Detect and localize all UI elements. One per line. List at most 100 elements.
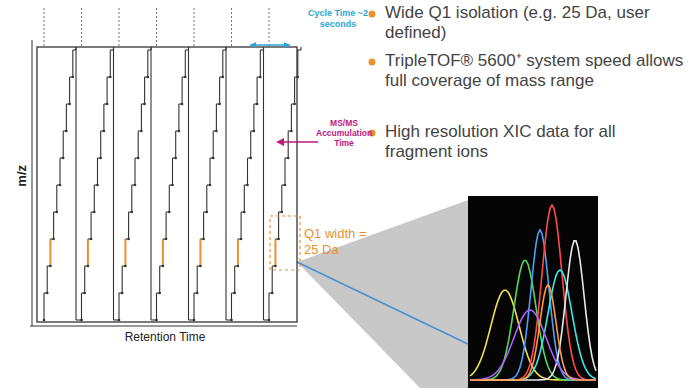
step-dot — [246, 184, 249, 187]
cycle-return — [225, 47, 226, 320]
swath-step — [81, 293, 82, 320]
swath-step — [213, 131, 214, 158]
step-dot — [253, 130, 256, 133]
zoom-wedge — [297, 200, 468, 388]
swath-step — [291, 104, 292, 131]
x-axis — [30, 326, 297, 327]
swath-step — [94, 185, 95, 212]
step-dot — [90, 238, 93, 241]
step-dot — [174, 157, 177, 160]
swath-step — [234, 266, 235, 293]
step-dot — [124, 265, 127, 268]
step-dot — [240, 238, 243, 241]
arrow-head — [284, 42, 290, 48]
xic-trace — [470, 290, 596, 380]
swath-step — [66, 104, 67, 131]
cycle-guide — [119, 8, 120, 47]
swath-step — [231, 293, 232, 320]
swath-step — [144, 77, 145, 104]
step-dot — [127, 238, 130, 241]
step-dot — [293, 103, 296, 106]
bullet-text: TripleTOF® 5600⁺ system speed allows ful… — [385, 51, 685, 92]
step-dot — [72, 76, 75, 79]
step-dot — [209, 184, 212, 187]
xic-trace — [470, 261, 596, 381]
step-dot — [80, 319, 83, 322]
step-dot — [230, 319, 233, 322]
cycle-guide — [44, 8, 45, 47]
swath-step — [253, 104, 254, 131]
swath-step — [272, 266, 273, 293]
swath-step — [244, 185, 245, 212]
bullet-text: High resolution XIC data for all fragmen… — [385, 122, 685, 163]
q1-bracket — [270, 216, 300, 270]
step-dot — [121, 292, 124, 295]
swath-step — [49, 239, 51, 266]
cycle-guide — [269, 8, 270, 47]
swath-step — [118, 293, 119, 320]
plot-frame — [37, 47, 297, 322]
step-dot — [96, 184, 99, 187]
cycle-return — [188, 47, 189, 320]
swath-step — [63, 131, 64, 158]
step-dot — [249, 157, 252, 160]
swath-step — [257, 77, 258, 104]
step-dot — [256, 103, 259, 106]
step-dot — [196, 292, 199, 295]
swath-step — [169, 185, 170, 212]
axis-label: Retention Time — [90, 330, 240, 344]
step-dot — [178, 130, 181, 133]
step-dot — [202, 238, 205, 241]
bullet — [369, 11, 376, 18]
step-dot — [284, 184, 287, 187]
swath-step — [182, 77, 183, 104]
step-dot — [171, 184, 174, 187]
zoom-line — [297, 262, 470, 345]
step-dot — [243, 211, 246, 214]
step-dot — [199, 265, 202, 268]
swath-step — [72, 50, 73, 77]
step-dot — [212, 157, 215, 160]
step-dot — [134, 184, 137, 187]
swath-step — [166, 212, 167, 239]
swath-step — [100, 131, 101, 158]
swath-step — [43, 293, 44, 320]
step-dot — [162, 265, 165, 268]
cycle-guide — [81, 8, 82, 47]
step-dot — [140, 130, 143, 133]
cycle-return — [113, 47, 114, 320]
step-dot — [56, 211, 59, 214]
step-dot — [222, 76, 225, 79]
xic-trace — [470, 205, 596, 380]
bullet-text: Wide Q1 isolation (e.g. 25 Da, user defi… — [385, 3, 685, 44]
swath-step — [159, 266, 160, 293]
step-dot — [268, 319, 271, 322]
cycle-return — [75, 47, 76, 320]
step-dot — [181, 103, 184, 106]
step-dot — [193, 319, 196, 322]
step-dot — [109, 76, 112, 79]
swath-step — [219, 77, 220, 104]
cycle-guide — [156, 8, 157, 47]
swath-step — [216, 104, 217, 131]
xic-image — [468, 196, 598, 388]
swath-step — [141, 104, 142, 131]
axis-label: m/z — [14, 158, 30, 194]
step-dot — [290, 130, 293, 133]
step-dot — [87, 265, 90, 268]
swath-step — [193, 293, 194, 320]
arrow-head — [276, 138, 284, 146]
swath-step — [107, 77, 108, 104]
step-dot — [106, 103, 109, 106]
swath-step — [84, 266, 85, 293]
swath-step — [97, 158, 98, 185]
swath-step — [297, 50, 298, 77]
y-axis — [32, 40, 33, 326]
swath-step — [250, 131, 251, 158]
step-dot — [46, 292, 49, 295]
swath-step — [110, 50, 111, 77]
xic-trace — [470, 285, 596, 380]
swath-step — [172, 158, 173, 185]
swath-step — [203, 212, 204, 239]
arrow-head — [250, 42, 256, 48]
